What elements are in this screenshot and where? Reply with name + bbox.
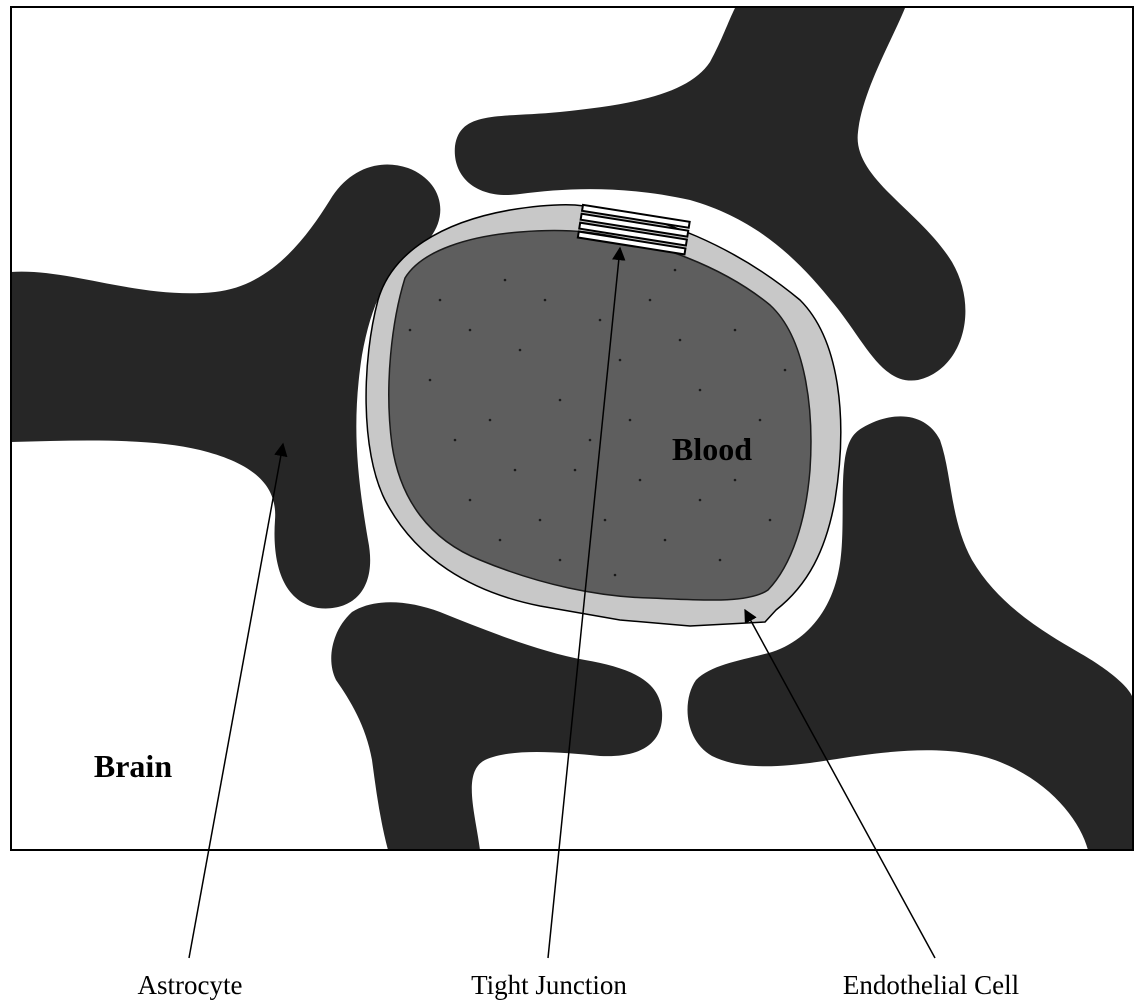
brain-label: Brain <box>94 748 172 784</box>
endothelial-cell-label: Endothelial Cell <box>843 970 1019 1000</box>
tight-junction-label: Tight Junction <box>471 970 627 1000</box>
blood-label: Blood <box>672 431 752 467</box>
astrocyte-label: Astrocyte <box>138 970 243 1000</box>
